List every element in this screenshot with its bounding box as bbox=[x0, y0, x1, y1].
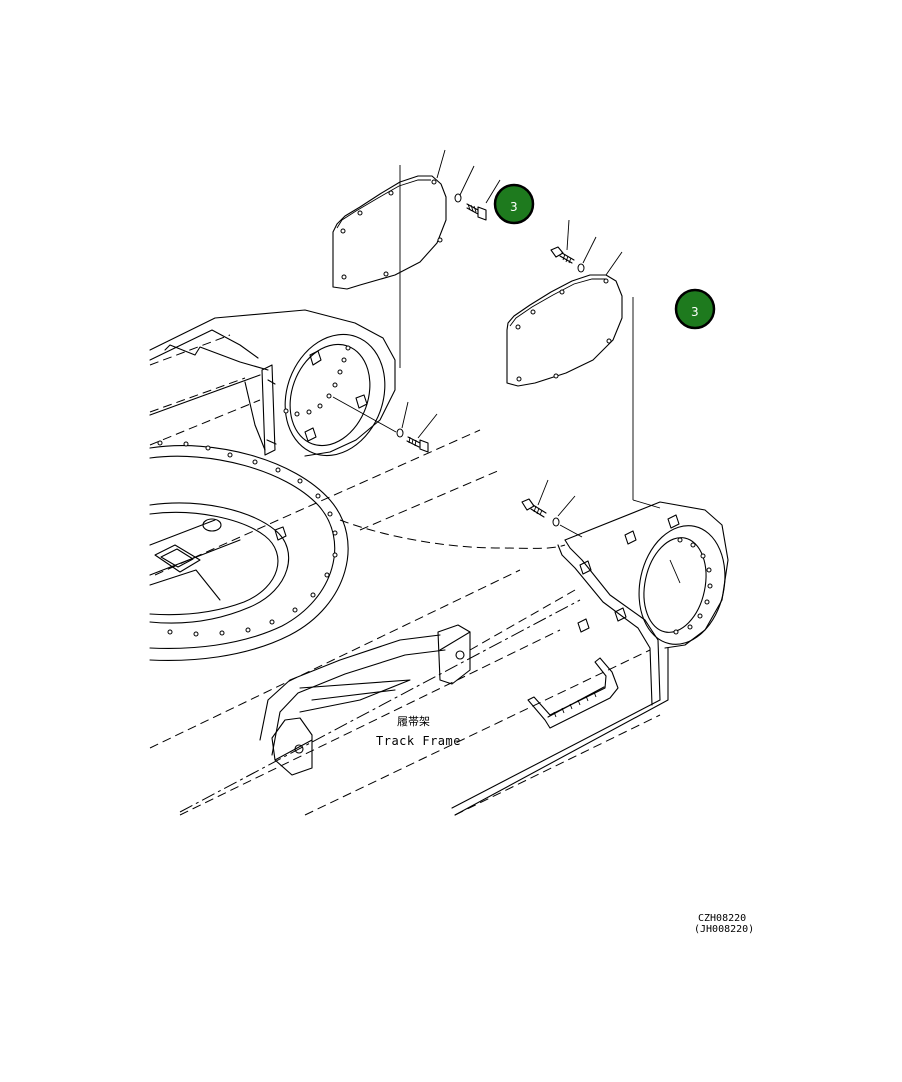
washer-upper-left bbox=[454, 193, 462, 203]
callout-badge-right: 3 bbox=[674, 288, 716, 330]
lower-guard-bracket bbox=[259, 589, 576, 776]
cover-plate-left bbox=[332, 165, 447, 368]
bolt-mid-left bbox=[332, 396, 438, 453]
leader-lines-right bbox=[566, 219, 623, 276]
callout-number-upper: 3 bbox=[510, 200, 518, 214]
track-frame-label-cn: 履帯架 bbox=[397, 715, 430, 728]
drawing-code-alt: (JH008220) bbox=[694, 924, 754, 935]
bolt-upper-right bbox=[550, 246, 575, 264]
washer-upper-right bbox=[577, 263, 585, 273]
track-frame-label: Track Frame bbox=[376, 734, 461, 748]
cover-plate-right bbox=[506, 274, 661, 509]
sprocket-housing-left bbox=[149, 309, 396, 457]
handrail-step bbox=[527, 657, 619, 729]
callout-badge-upper: 3 bbox=[493, 183, 535, 225]
track-frame-body bbox=[149, 334, 661, 816]
leader-lines-left bbox=[436, 149, 501, 204]
idler-housing-right bbox=[451, 501, 729, 816]
bolt-mid-right bbox=[521, 479, 583, 538]
drawing-code: CZH08220 bbox=[698, 913, 746, 924]
callout-number-right: 3 bbox=[691, 305, 699, 319]
swing-circle-ring bbox=[149, 440, 349, 661]
bolt-upper-left bbox=[466, 203, 487, 221]
